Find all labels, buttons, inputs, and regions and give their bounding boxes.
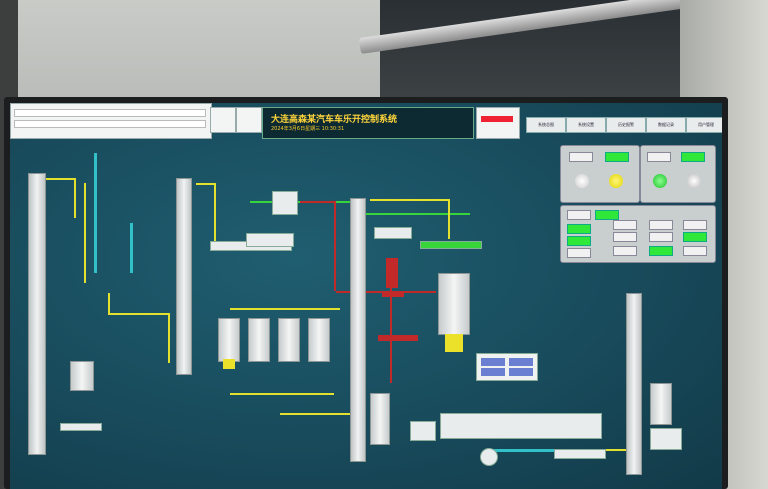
feeder[interactable] xyxy=(246,233,294,247)
indicator-light xyxy=(687,174,701,188)
cyclone[interactable] xyxy=(650,383,672,425)
dosing-unit[interactable] xyxy=(272,191,298,215)
silo-1[interactable] xyxy=(218,318,240,369)
column-tank[interactable] xyxy=(370,393,390,445)
control-panel-b xyxy=(640,145,716,203)
silo-4[interactable] xyxy=(308,318,330,362)
bucket-elevator-1[interactable] xyxy=(28,173,46,455)
scada-screen: 大连高森某汽车车乐开控制系统 2024年3月6日星期三 10:30:31 系统总… xyxy=(10,103,722,489)
valve-block[interactable] xyxy=(374,227,412,239)
nav-button-3[interactable]: 历史报警 xyxy=(606,117,646,133)
datetime-readout: 2024年3月6日星期三 10:30:31 xyxy=(271,126,345,132)
room-wall xyxy=(0,0,380,100)
intake-conveyor[interactable] xyxy=(60,423,102,431)
mixer-tank[interactable] xyxy=(438,273,470,352)
bucket-elevator-4[interactable] xyxy=(626,293,642,475)
nav-button-2[interactable]: 系统设置 xyxy=(566,117,606,133)
indicator-light xyxy=(575,174,589,188)
pump[interactable] xyxy=(480,448,498,466)
silo-2[interactable] xyxy=(248,318,270,362)
status-display xyxy=(10,103,212,139)
grinder[interactable] xyxy=(410,421,436,441)
page-title: 大连高森某汽车车乐开控制系统 xyxy=(271,115,398,125)
control-panel-c xyxy=(560,205,716,263)
value-display xyxy=(476,353,538,381)
title-banner: 大连高森某汽车车乐开控制系统 2024年3月6日星期三 10:30:31 xyxy=(262,107,474,139)
silo-3[interactable] xyxy=(278,318,300,362)
main-conveyor[interactable] xyxy=(440,413,602,439)
indicator-light xyxy=(609,174,623,188)
bagging-unit[interactable] xyxy=(650,428,682,450)
indicator-light xyxy=(653,174,667,188)
hopper[interactable] xyxy=(70,361,94,391)
nav-button-1[interactable]: 系统总图 xyxy=(526,117,566,133)
green-conveyor[interactable] xyxy=(420,241,482,249)
bucket-elevator-3[interactable] xyxy=(350,198,366,462)
small-panel xyxy=(236,107,262,133)
small-panel xyxy=(210,107,236,133)
nav-button-4[interactable]: 数据记录 xyxy=(646,117,686,133)
control-panel-a xyxy=(560,145,640,203)
outlet-conveyor[interactable] xyxy=(554,449,606,459)
bucket-elevator-2[interactable] xyxy=(176,178,192,375)
nav-button-5[interactable]: 用户管理 xyxy=(686,117,722,133)
alarm-indicator xyxy=(476,107,520,139)
